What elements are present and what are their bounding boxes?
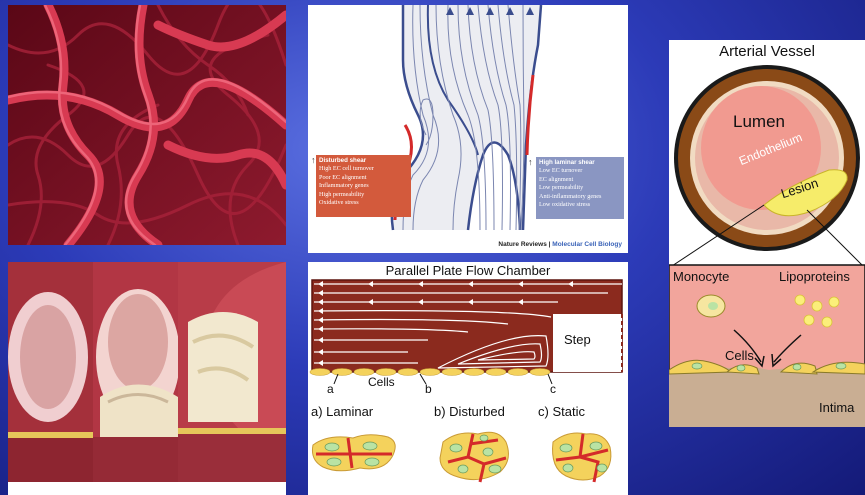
step-label: Step — [564, 332, 591, 347]
laminar-line: Low oxidative stress — [539, 201, 625, 209]
static-cells — [553, 433, 611, 482]
monocyte-label: Monocyte — [673, 269, 729, 284]
laminar-line: Low permeability — [539, 184, 625, 192]
disturbed-line: High EC cell turnover — [319, 165, 411, 173]
disturbed-line: Oxidative stress — [319, 199, 411, 207]
laminar-cells — [312, 435, 395, 471]
disturbed-line: Poor EC alignment — [319, 174, 411, 182]
disturbed-line: Inflammatory genes — [319, 182, 411, 190]
cells-label: Cells — [725, 348, 754, 363]
credit-journal: Nature Reviews — [498, 241, 546, 248]
laminar-shear-text: High laminar shear Low EC turnover EC al… — [539, 159, 625, 209]
plaque-progression-image — [8, 262, 286, 495]
disturbed-cells — [440, 432, 508, 482]
disturbed-shear-text: Disturbed shear High EC cell turnover Po… — [319, 157, 411, 207]
laminar-shear-title: High laminar shear — [539, 159, 625, 167]
lipoproteins-label: Lipoproteins — [779, 269, 850, 284]
cells-label: Cells — [368, 375, 395, 389]
intima-label: Intima — [819, 400, 854, 415]
lumen-label: Lumen — [733, 112, 785, 132]
svg-text:↑: ↑ — [528, 157, 533, 167]
shear-stress-diagram: ↑ ↑ Disturbed shear High EC cell turnove… — [308, 5, 628, 253]
marker-c: c — [550, 382, 556, 396]
flow-chamber-diagram: Parallel Plate Flow Chamber — [308, 262, 628, 495]
credit-section: Molecular Cell Biology — [552, 241, 622, 248]
blood-vessel-network-image — [8, 5, 286, 245]
disturbed-label: b) Disturbed — [434, 404, 505, 419]
arterial-vessel-diagram: Arterial Vessel — [669, 40, 865, 427]
static-label: c) Static — [538, 404, 585, 419]
marker-a: a — [327, 382, 334, 396]
laminar-line: Anti-inflammatory genes — [539, 193, 625, 201]
disturbed-shear-title: Disturbed shear — [319, 157, 411, 165]
laminar-label: a) Laminar — [311, 404, 373, 419]
disturbed-line: High permeability — [319, 191, 411, 199]
figure-credit: Nature Reviews | Molecular Cell Biology — [498, 241, 622, 248]
marker-b: b — [425, 382, 432, 396]
svg-text:↑: ↑ — [311, 155, 316, 165]
laminar-line: Low EC turnover — [539, 167, 625, 175]
laminar-line: EC alignment — [539, 176, 625, 184]
